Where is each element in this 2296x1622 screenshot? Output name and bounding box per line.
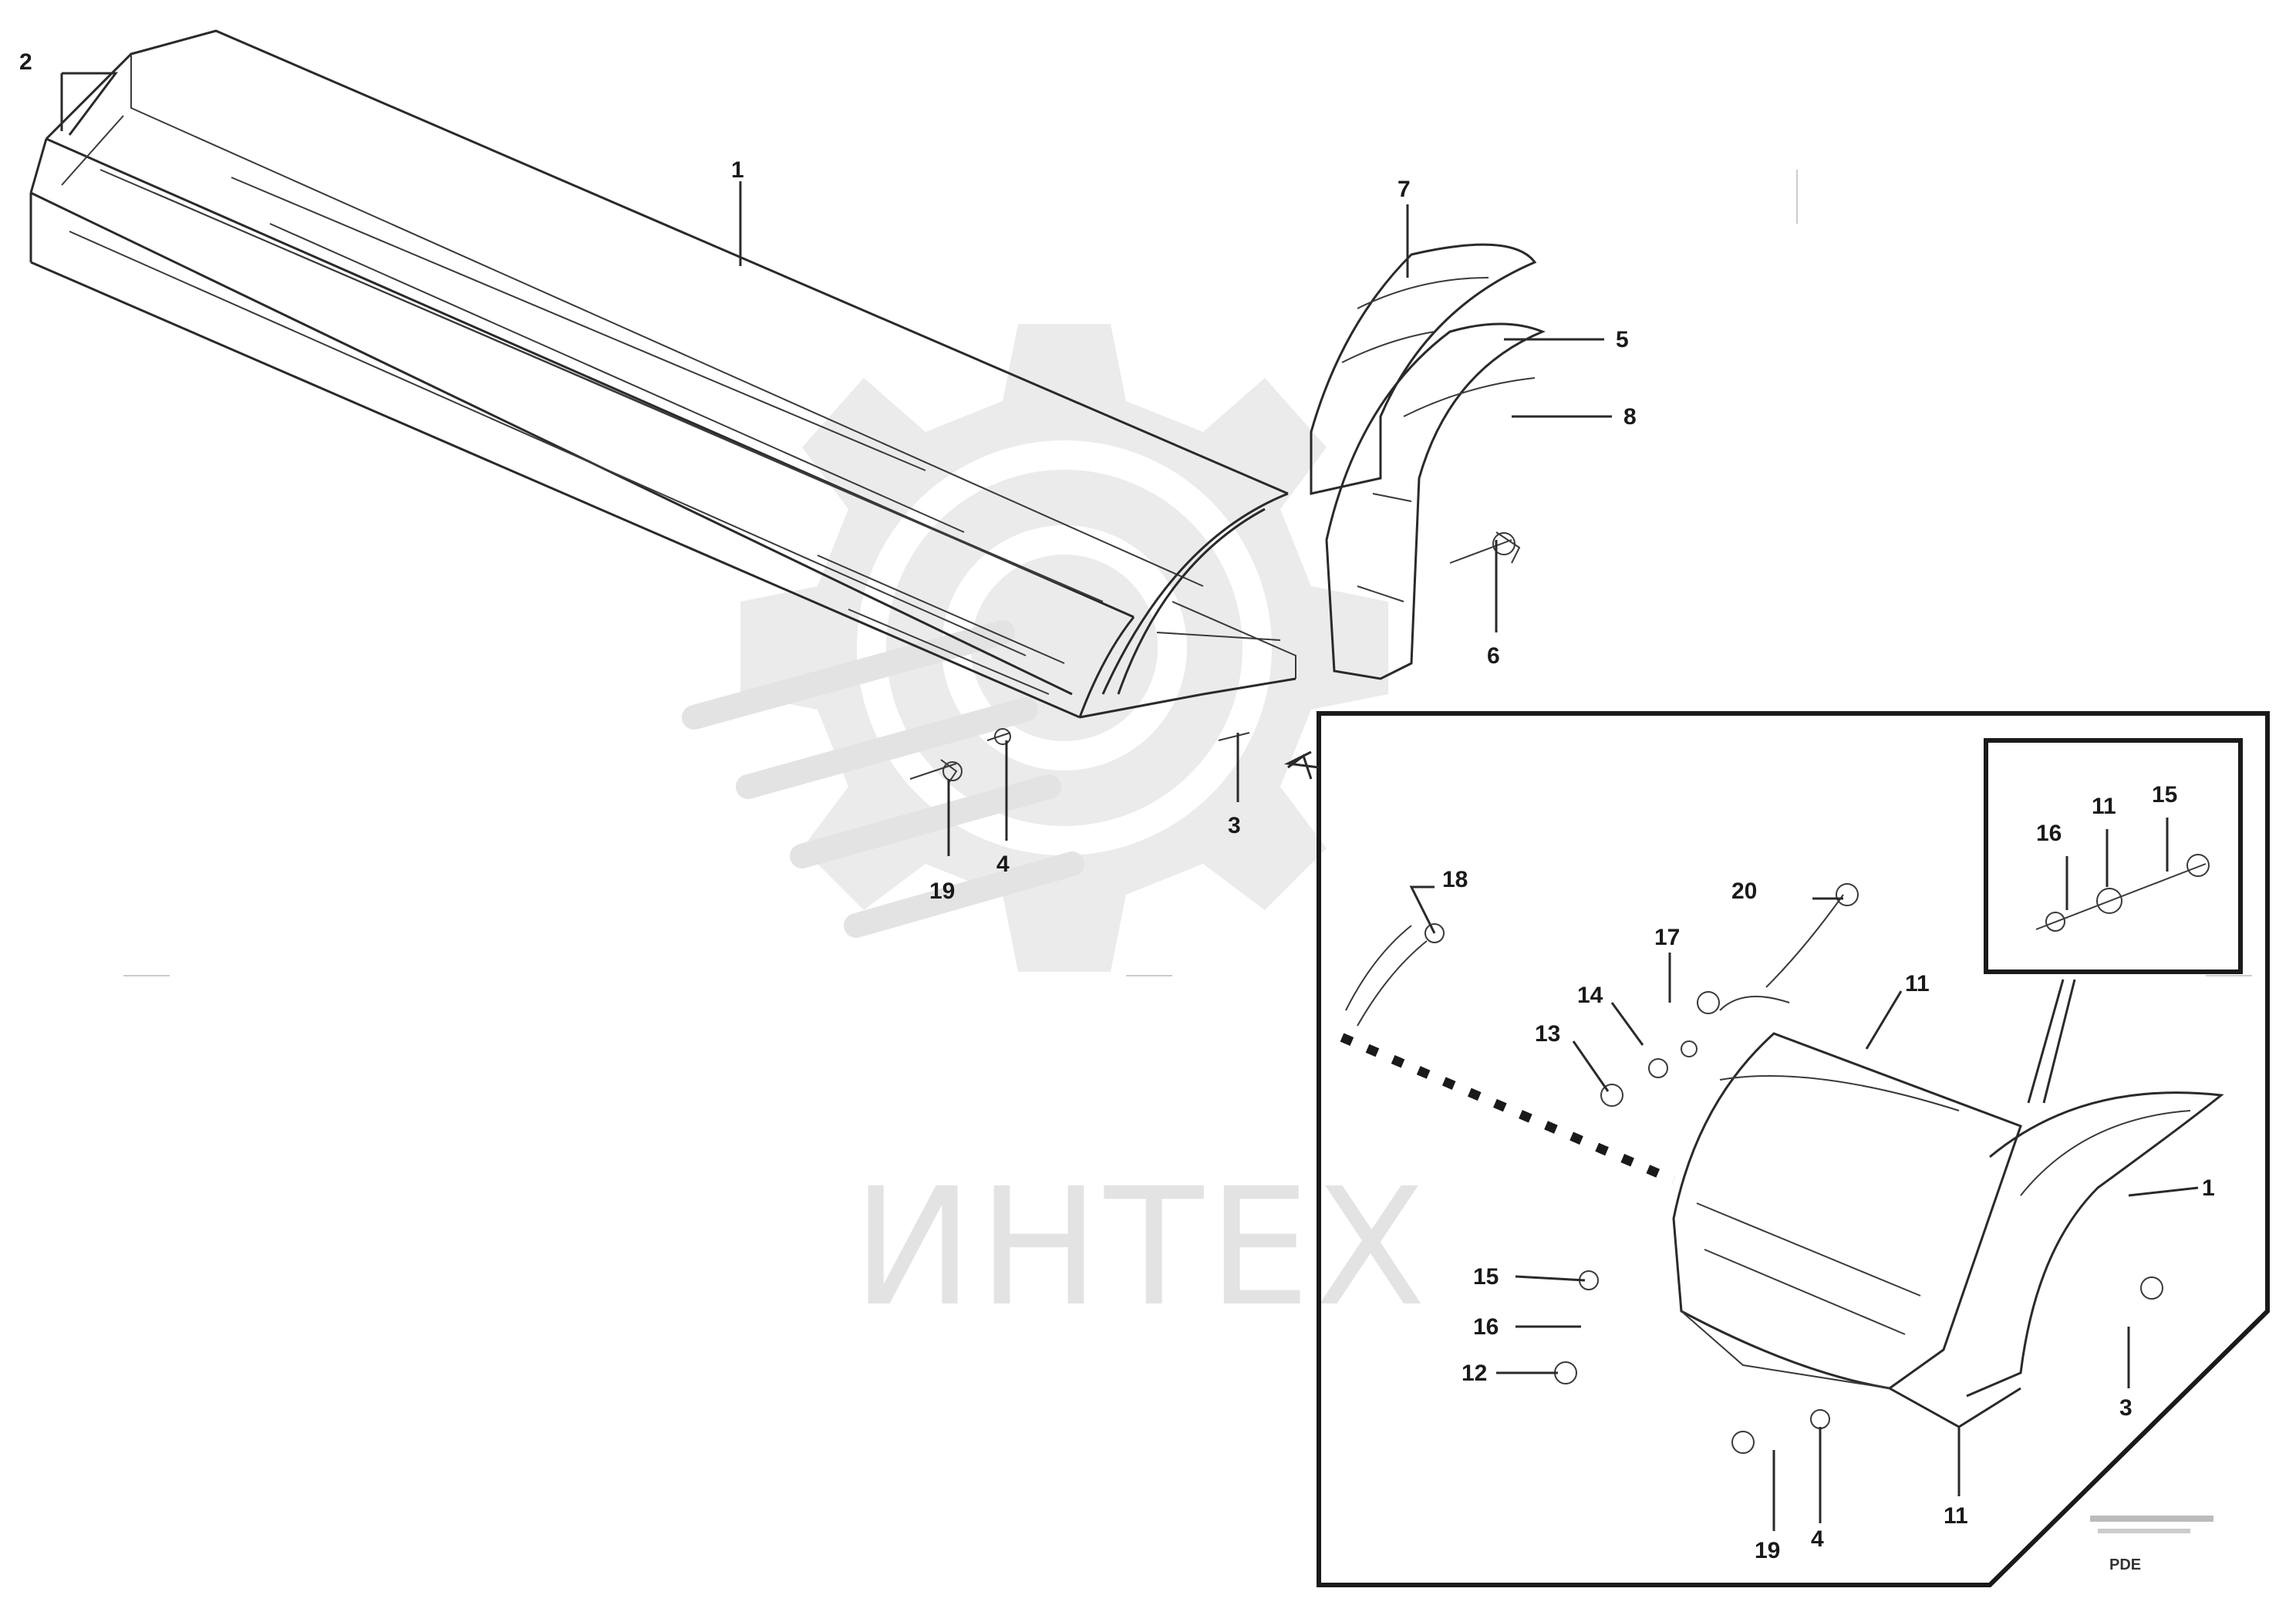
detail-callouts: 18 20 17 14 13 11 15 16 12 1 3 4 19 11 <box>1442 867 2215 1563</box>
detail-callout-11b: 11 <box>1944 1503 1968 1529</box>
detail-callout-14: 14 <box>1577 983 1603 1008</box>
callout-3: 3 <box>1228 813 1241 838</box>
main-callouts: 2 1 7 5 8 6 3 4 19 <box>19 49 1637 904</box>
inset-callout-15: 15 <box>2152 782 2177 808</box>
detail-callout-13: 13 <box>1535 1021 1560 1047</box>
end-plates <box>1310 243 1546 680</box>
detail-callout-18: 18 <box>1442 867 1468 892</box>
detail-callout-1: 1 <box>2202 1175 2215 1201</box>
inset-callout-16: 16 <box>2036 821 2062 846</box>
reference-block: PDE <box>2090 1516 2213 1573</box>
callout-19: 19 <box>929 878 955 904</box>
detail-callout-19: 19 <box>1755 1538 1780 1563</box>
detail-pointer-arrow <box>1283 750 1320 769</box>
callout-2: 2 <box>19 49 32 75</box>
inset-callouts: 16 11 15 <box>2036 782 2177 846</box>
callout-1: 1 <box>731 157 744 183</box>
detail-callout-15: 15 <box>1473 1264 1499 1290</box>
callout-7: 7 <box>1397 177 1411 202</box>
crop-marks <box>123 170 2252 976</box>
inset-parts <box>2035 818 2210 932</box>
watermark-logo-text: ИНТЕХ <box>852 1153 1431 1342</box>
detail-frame <box>1317 711 2270 1587</box>
bolt-group-main <box>909 531 1521 784</box>
inset-frame <box>1984 738 2243 1104</box>
reference-code: PDE <box>2109 1556 2141 1573</box>
callout-4: 4 <box>996 851 1010 877</box>
watermark-speed-lines-icon <box>682 620 1084 938</box>
detail-callout-11: 11 <box>1905 971 1930 996</box>
detail-callout-3: 3 <box>2119 1395 2132 1421</box>
watermark-gear-icon <box>740 324 1388 972</box>
callout-6: 6 <box>1487 643 1500 669</box>
inset-callout-11: 11 <box>2092 794 2116 819</box>
panel-curved-end <box>1078 492 1296 719</box>
detail-callout-17: 17 <box>1654 925 1680 950</box>
detail-leaders <box>1409 885 2199 1531</box>
detail-callout-4: 4 <box>1811 1526 1824 1552</box>
detail-callout-20: 20 <box>1731 878 1757 904</box>
detail-callout-12: 12 <box>1462 1361 1487 1386</box>
long-panel-outline <box>29 29 1289 719</box>
callout-8: 8 <box>1623 404 1637 430</box>
callout-5: 5 <box>1616 327 1629 352</box>
detail-callout-16: 16 <box>1473 1314 1499 1340</box>
